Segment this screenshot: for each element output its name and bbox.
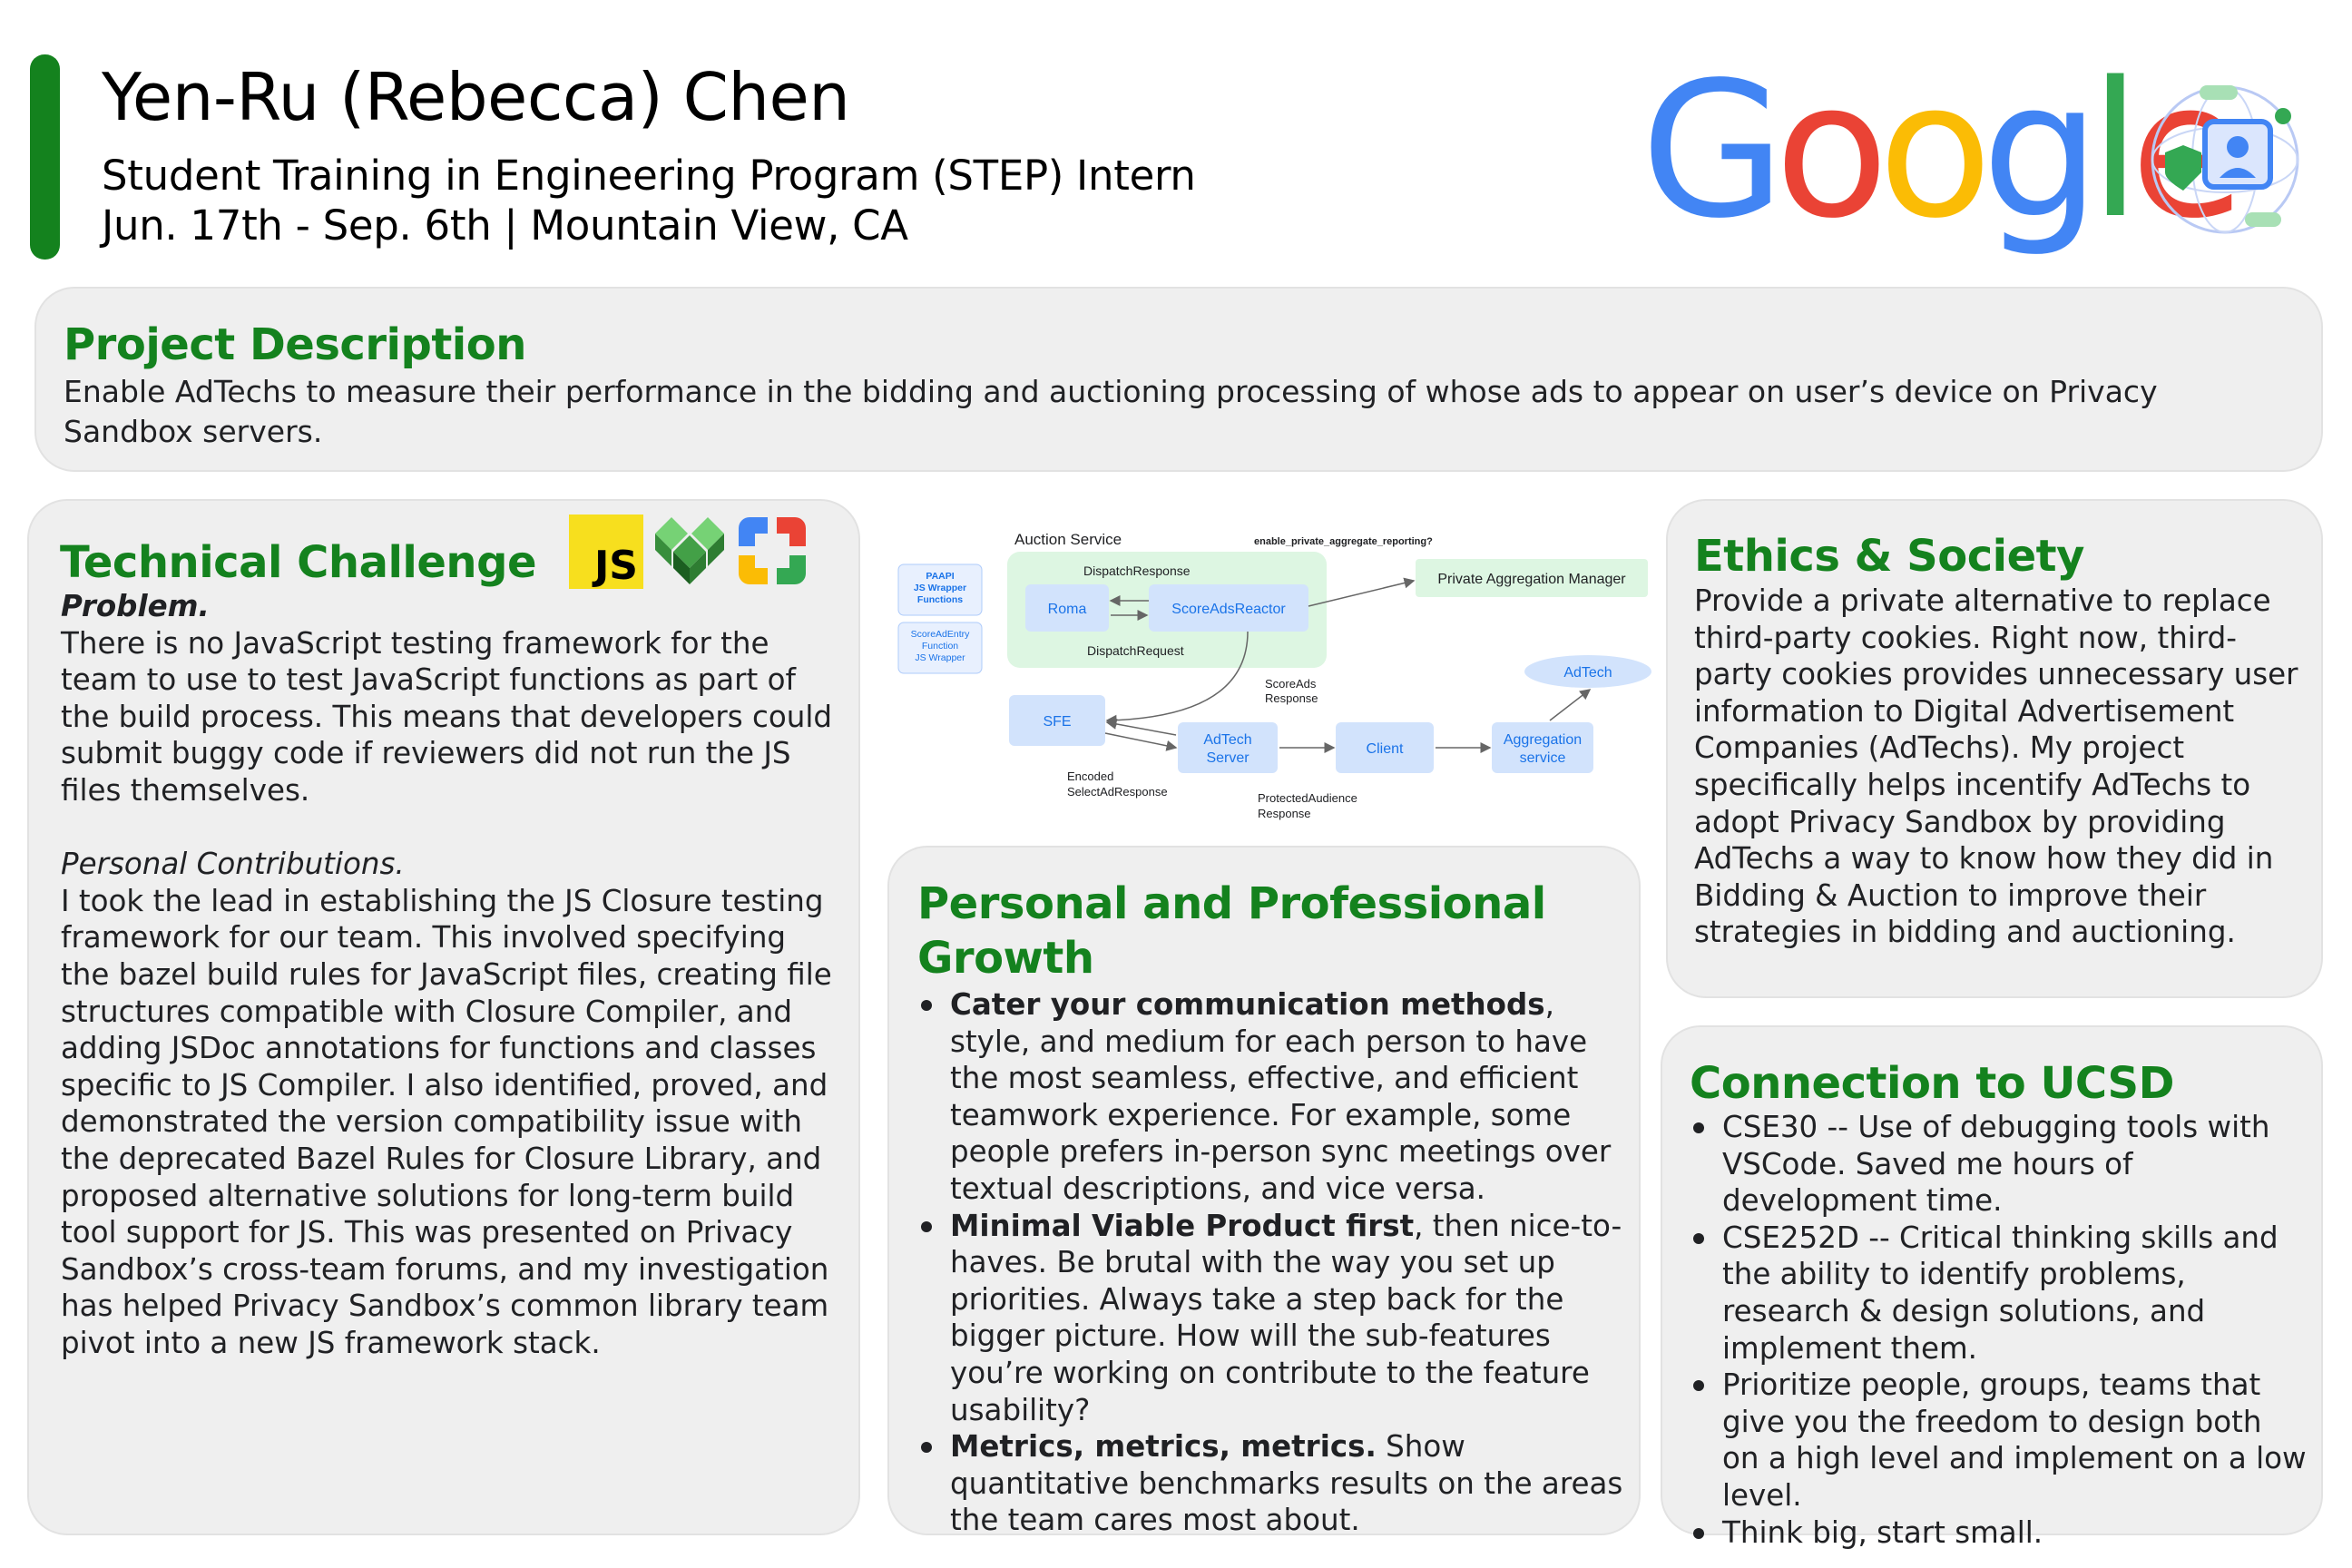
ethics-card xyxy=(1666,499,2323,998)
privacy-sandbox-logo-icon xyxy=(2151,85,2299,234)
ucsd-heading: Connection to UCSD xyxy=(1690,1058,2174,1109)
dispatch-request-label: DispatchRequest xyxy=(1087,643,1184,658)
sfe-label: SFE xyxy=(1043,714,1071,730)
google-logo-letter: g xyxy=(1981,42,2101,260)
dispatch-response-label: DispatchResponse xyxy=(1083,564,1191,578)
scoreads-response-label-1: ScoreAds xyxy=(1265,677,1317,691)
ucsd-card xyxy=(1661,1025,2323,1535)
problem-text: There is no JavaScript testing framework… xyxy=(61,625,832,808)
encoded-response-label-2: SelectAdResponse xyxy=(1067,785,1168,799)
ucsd-list: CSE30 -- Use of debugging tools with VSC… xyxy=(1690,1109,2307,1551)
list-item: Think big, start small. xyxy=(1690,1514,2307,1552)
ethics-text: Provide a private alternative to replace… xyxy=(1694,583,2298,950)
adtech-server-label-1: AdTech xyxy=(1203,732,1251,748)
header-accent-bar xyxy=(30,54,60,260)
google-logo-letter: o xyxy=(1877,42,1993,260)
technical-challenge-body: Problem. There is no JavaScript testing … xyxy=(61,588,841,1361)
private-aggregation-manager-label: Private Aggregation Manager xyxy=(1437,572,1626,587)
encoded-response-label-1: Encoded xyxy=(1067,769,1113,783)
project-description-heading: Project Description xyxy=(64,319,526,370)
ethics-heading: Ethics & Society xyxy=(1694,531,2084,582)
list-item: CSE30 -- Use of debugging tools with VSC… xyxy=(1690,1109,2307,1220)
growth-heading-line2: Growth xyxy=(917,933,1094,984)
scoreadentry-wrapper-box xyxy=(897,622,983,674)
intern-role: Student Training in Engineering Program … xyxy=(102,152,1196,200)
growth-list: Cater your communication methods, style,… xyxy=(917,986,1625,1539)
contributions-text: I took the lead in establishing the JS C… xyxy=(61,883,832,1360)
project-description-text: Enable AdTechs to measure their performa… xyxy=(64,374,2158,449)
technical-challenge-heading: Technical Challenge xyxy=(60,537,537,588)
google-logo-letter: l xyxy=(2089,42,2141,260)
adtech-server-box xyxy=(1178,722,1278,773)
client-label: Client xyxy=(1367,741,1404,757)
poster-title: Yen-Ru (Rebecca) Chen xyxy=(102,59,850,135)
private-aggregation-manager-box xyxy=(1416,559,1648,597)
protected-audience-label-1: ProtectedAudience xyxy=(1258,791,1357,805)
aggregation-service-label-1: Aggregation xyxy=(1504,732,1582,748)
paapi-wrapper-box xyxy=(897,564,983,616)
list-item: Prioritize people, groups, teams that gi… xyxy=(1690,1367,2307,1514)
growth-heading-line1: Personal and Professional xyxy=(917,878,1546,929)
list-item: Cater your communication methods, style,… xyxy=(917,986,1625,1208)
google-logo-letter: o xyxy=(1774,42,1889,260)
client-box xyxy=(1336,722,1434,773)
adtech-ellipse xyxy=(1524,655,1651,688)
google-logo-letter: G xyxy=(1641,42,1786,260)
javascript-logo-text: JS xyxy=(593,543,638,589)
list-item: CSE252D -- Critical thinking skills and … xyxy=(1690,1220,2307,1367)
scoreads-reactor-box xyxy=(1149,584,1308,632)
aggregation-service-box xyxy=(1492,722,1593,773)
closure-library-logo-icon xyxy=(739,517,806,584)
technical-challenge-card xyxy=(27,499,860,1535)
adtech-server-label-2: Server xyxy=(1206,750,1250,766)
javascript-logo-icon: JS xyxy=(569,514,643,589)
roma-box xyxy=(1025,584,1109,632)
intern-dates-location: Jun. 17th - Sep. 6th | Mountain View, CA xyxy=(102,201,908,250)
aggregation-service-label: Aggregation service xyxy=(1504,732,1582,766)
adtech-ellipse-label: AdTech xyxy=(1563,665,1612,681)
project-description-card xyxy=(34,287,2323,472)
list-item: Metrics, metrics, metrics. Show quantita… xyxy=(917,1428,1625,1539)
aggregation-service-label-2: service xyxy=(1520,750,1566,766)
sfe-box xyxy=(1009,695,1105,746)
list-item: Minimal Viable Product first, then nice-… xyxy=(917,1208,1625,1429)
bazel-logo-icon xyxy=(655,517,724,584)
auction-service-diagram: Auction Service enable_private_aggregate… xyxy=(897,531,1651,820)
growth-card xyxy=(887,846,1641,1535)
problem-label: Problem. xyxy=(61,589,210,623)
growth-heading: Personal and Professional Growth xyxy=(917,877,1546,985)
roma-label: Roma xyxy=(1048,602,1087,617)
scoreads-response-label-2: Response xyxy=(1265,691,1318,705)
scoreads-reactor-label: ScoreAdsReactor xyxy=(1171,602,1286,617)
contributions-label: Personal Contributions. xyxy=(61,847,405,882)
protected-audience-label-2: Response xyxy=(1258,807,1311,820)
aggregate-reporting-flag-label: enable_private_aggregate_reporting? xyxy=(1254,536,1433,547)
auction-service-label: Auction Service xyxy=(1014,531,1122,548)
